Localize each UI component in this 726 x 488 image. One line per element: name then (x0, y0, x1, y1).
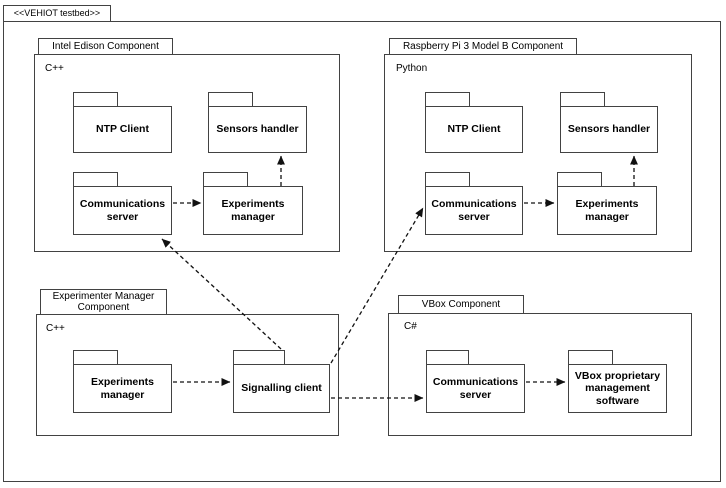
package-label: NTP Client (425, 106, 523, 153)
vbox-title: VBox Component (421, 298, 501, 310)
folder-tab-icon (233, 350, 285, 365)
package-label: Signalling client (233, 364, 330, 413)
experimenter-manager-title-tab: Experimenter Manager Component (40, 289, 167, 315)
package-label: Communications server (426, 364, 525, 413)
package-raspberry-communications-server: Communications server (425, 172, 523, 235)
vbox-frame (388, 313, 692, 436)
testbed-stereotype-tab: <<VEHIOT testbed>> (3, 5, 111, 22)
experimenter-manager-title: Experimenter Manager Component (52, 290, 155, 313)
package-label: Communications server (73, 186, 172, 235)
testbed-frame (3, 21, 721, 482)
package-raspberry-sensors-handler: Sensors handler (560, 92, 658, 153)
folder-tab-icon (73, 92, 118, 107)
package-raspberry-ntp-client: NTP Client (425, 92, 523, 153)
folder-tab-icon (208, 92, 253, 107)
package-vbox-communications-server: Communications server (426, 350, 525, 413)
package-label: Experiments manager (203, 186, 303, 235)
folder-tab-icon (568, 350, 613, 365)
package-intel-communications-server: Communications server (73, 172, 172, 235)
folder-tab-icon (560, 92, 605, 107)
folder-tab-icon (425, 172, 470, 187)
raspberry-pi-title: Raspberry Pi 3 Model B Component (402, 40, 564, 52)
folder-tab-icon (203, 172, 248, 187)
package-intel-experiments-manager: Experiments manager (203, 172, 303, 235)
package-signalling-client: Signalling client (233, 350, 330, 413)
package-intel-sensors-handler: Sensors handler (208, 92, 307, 153)
package-label: NTP Client (73, 106, 172, 153)
package-label: Communications server (425, 186, 523, 235)
folder-tab-icon (73, 172, 118, 187)
package-label: Experiments manager (557, 186, 657, 235)
package-experimenter-experiments-manager: Experiments manager (73, 350, 172, 413)
raspberry-pi-title-tab: Raspberry Pi 3 Model B Component (389, 38, 577, 55)
package-raspberry-experiments-manager: Experiments manager (557, 172, 657, 235)
experimenter-manager-language-label: C++ (46, 323, 65, 334)
package-label: Sensors handler (560, 106, 658, 153)
package-intel-ntp-client: NTP Client (73, 92, 172, 153)
package-label: Experiments manager (73, 364, 172, 413)
package-label: VBox proprietary management software (568, 364, 667, 413)
intel-edison-title-tab: Intel Edison Component (38, 38, 173, 55)
package-label: Sensors handler (208, 106, 307, 153)
testbed-stereotype-label: <<VEHIOT testbed>> (13, 8, 101, 19)
folder-tab-icon (557, 172, 602, 187)
folder-tab-icon (73, 350, 118, 365)
folder-tab-icon (425, 92, 470, 107)
vbox-title-tab: VBox Component (398, 295, 524, 314)
intel-edison-language-label: C++ (45, 63, 64, 74)
intel-edison-title: Intel Edison Component (52, 40, 159, 52)
folder-tab-icon (426, 350, 469, 365)
raspberry-pi-language-label: Python (396, 63, 428, 74)
vbox-language-label: C# (404, 321, 417, 332)
package-vbox-proprietary-software: VBox proprietary management software (568, 350, 667, 413)
